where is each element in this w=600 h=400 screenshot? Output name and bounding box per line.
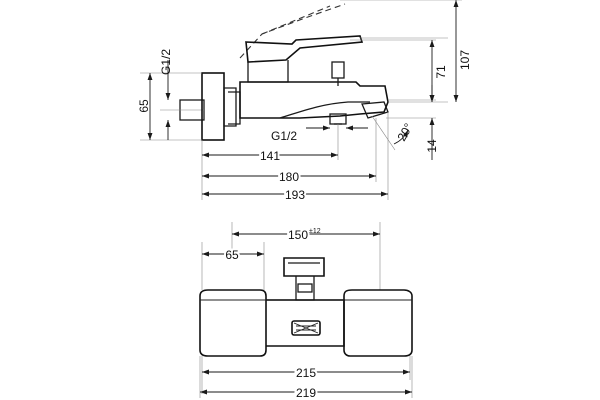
thread-label-top: G1/2 bbox=[159, 49, 173, 75]
thread-label-bottom: G1/2 bbox=[271, 129, 297, 143]
spout-aerator bbox=[291, 320, 321, 336]
lever-swing-path-upper bbox=[261, 5, 331, 35]
dim-215-label: 215 bbox=[296, 366, 316, 380]
lever-swing-path bbox=[239, 3, 346, 59]
side-view: 107 71 14 20° 65 G1/2 G1/2 141 bbox=[137, 0, 472, 204]
right-rosette bbox=[343, 289, 413, 357]
spout-curve bbox=[279, 101, 370, 119]
angle-arc bbox=[393, 129, 409, 145]
dim-193-label: 193 bbox=[285, 188, 305, 202]
angle-ref-line bbox=[371, 115, 396, 151]
body-bar bbox=[266, 299, 345, 347]
lever-neck bbox=[247, 60, 289, 83]
lever-front bbox=[283, 257, 325, 277]
dim-141-label: 141 bbox=[260, 149, 280, 163]
left-rosette bbox=[199, 289, 267, 357]
dim-150-tolerance: ±12 bbox=[309, 228, 321, 235]
dim-65-front-label: 65 bbox=[225, 248, 239, 262]
dim-20deg-label: 20° bbox=[394, 121, 415, 144]
lever-front-stem bbox=[295, 276, 315, 301]
dim-65-side-label: 65 bbox=[137, 99, 151, 113]
dim-107-label: 107 bbox=[458, 50, 472, 70]
dim-180-label: 180 bbox=[279, 170, 299, 184]
wall-rosette bbox=[201, 72, 225, 141]
diverter-knob bbox=[331, 61, 345, 79]
dim-71-label: 71 bbox=[434, 65, 448, 79]
front-view: 150 ±12 65 215 219 bbox=[199, 222, 413, 400]
lever-handle bbox=[245, 35, 364, 63]
dim-219-label: 219 bbox=[296, 386, 316, 400]
dim-150-label: 150 bbox=[288, 228, 308, 242]
lever-front-collar bbox=[297, 283, 313, 293]
dim-14-label: 14 bbox=[425, 139, 439, 153]
spout-aerator-cross bbox=[293, 322, 319, 334]
connection-nut bbox=[223, 87, 241, 127]
